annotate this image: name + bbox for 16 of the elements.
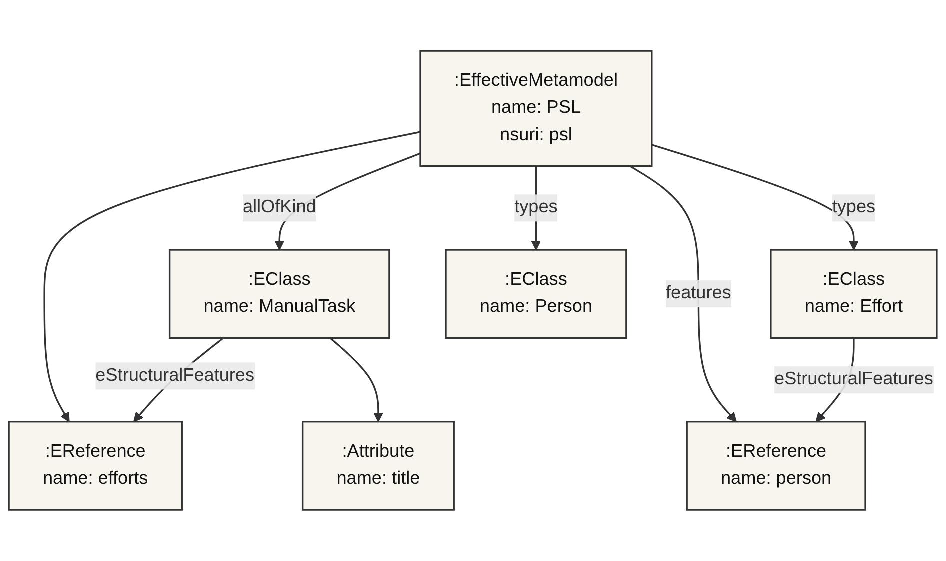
node-box: :EffectiveMetamodel name: PSL nsuri: psl: [420, 50, 653, 168]
arrow: [630, 166, 737, 422]
edge-label: types: [832, 198, 876, 218]
node-box: :EClass name: Person: [445, 249, 628, 339]
node-box: :EClass name: Effort: [770, 249, 938, 339]
edge-label: features: [666, 284, 732, 304]
arrow: [652, 144, 859, 250]
node-box: :EReference name: efforts: [8, 420, 183, 511]
edge-label: eStructuralFeatures: [96, 366, 255, 386]
edge-label: types: [514, 198, 558, 218]
node-box: :EClass name: ManualTask: [168, 249, 390, 339]
node-box: :Attribute name: title: [302, 420, 455, 511]
edge-label: allOfKind: [242, 198, 316, 218]
node-box: :EReference name: person: [686, 420, 866, 511]
arrow: [330, 338, 384, 422]
edge-label: eStructuralFeatures: [774, 370, 934, 390]
